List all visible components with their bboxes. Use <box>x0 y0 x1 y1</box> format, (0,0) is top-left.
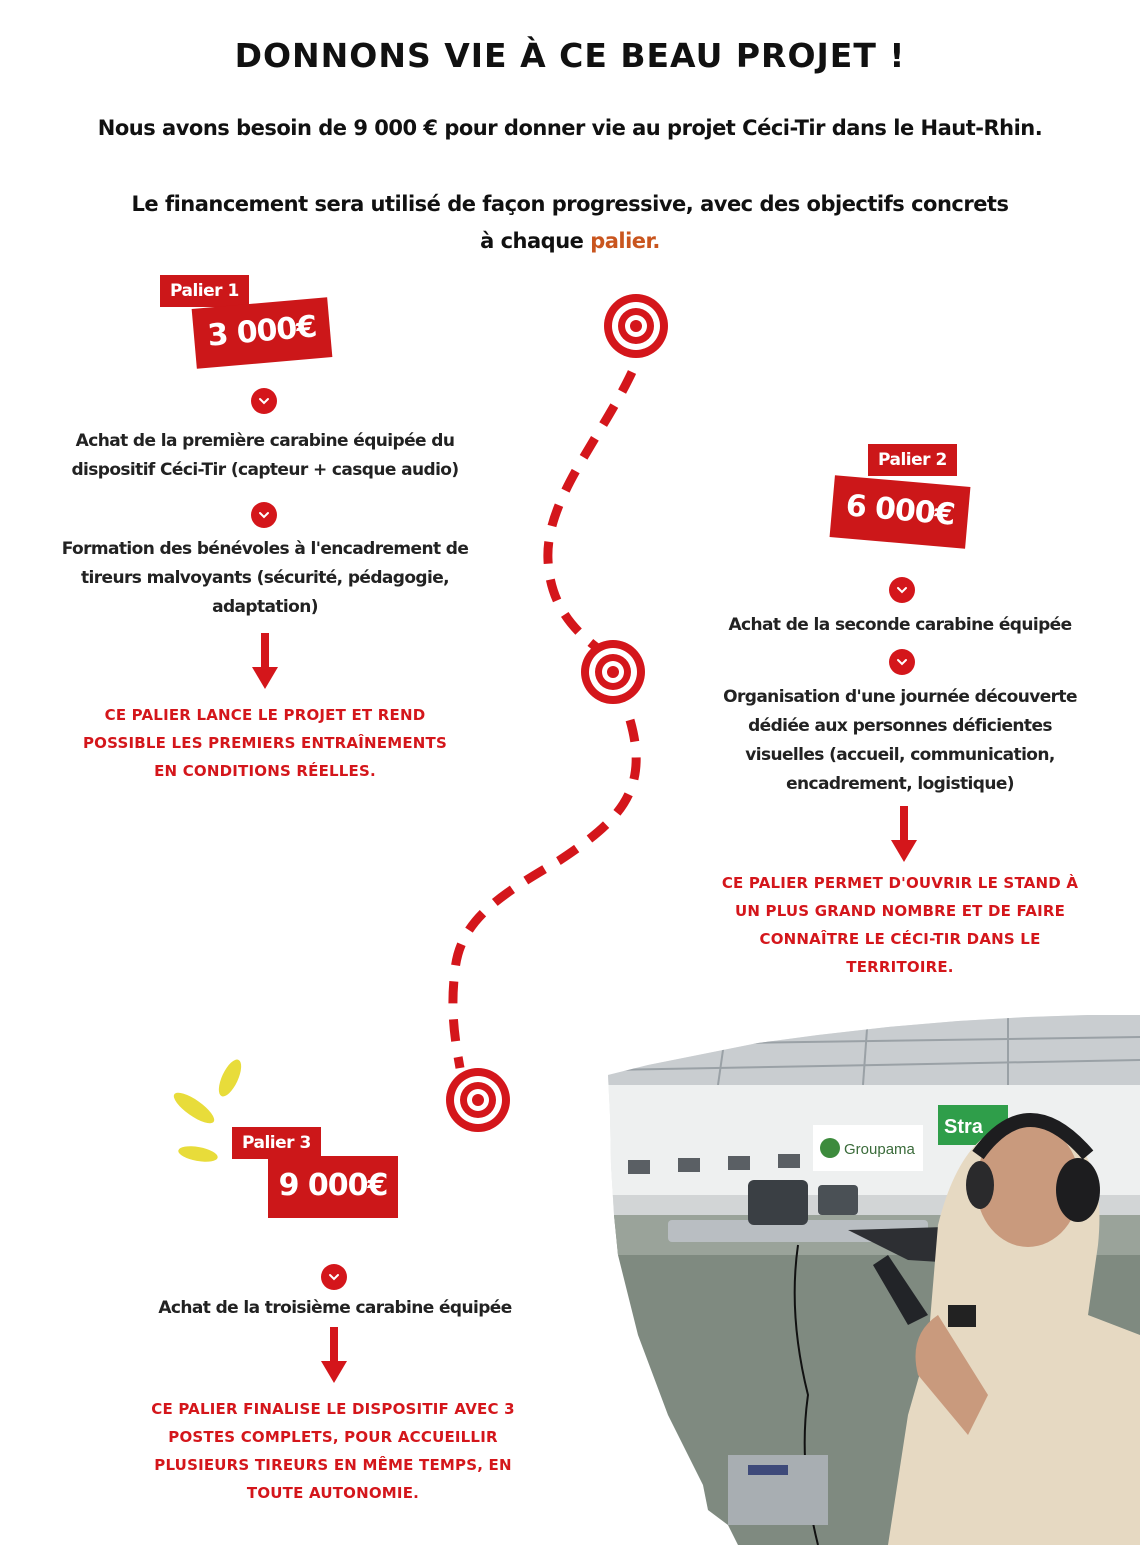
arrow-down-icon <box>252 633 278 689</box>
intro-line-1: Nous avons besoin de 9 000 € pour donner… <box>97 116 1043 140</box>
sparkle-icon <box>173 1059 242 1162</box>
page-title: DONNONS VIE À CE BEAU PROJET ! <box>234 36 906 75</box>
green-sign-text: Stra <box>944 1116 984 1138</box>
tier-3-conclusion: CE PALIER FINALISE LE DISPOSITIF AVEC 3 … <box>151 1400 515 1502</box>
intro-line-3: à chaque palier. <box>0 229 1140 264</box>
tier-3-amount: 9 000€ <box>268 1156 398 1218</box>
intro-line-3-prefix: à chaque <box>480 229 591 253</box>
tier-1-item-1: Achat de la première carabine équipée du… <box>71 431 459 480</box>
tier-1-conclusion: CE PALIER LANCE LE PROJET ET REND POSSIB… <box>82 706 447 780</box>
tier-2-item-2: Organisation d'une journée découverte dé… <box>723 687 1077 794</box>
chevron-down-icon <box>889 649 915 675</box>
dashed-path-segment-1 <box>543 370 637 654</box>
chevron-down-icon <box>251 388 277 414</box>
shooter-photo-illustration: Groupama Stra <box>608 1015 1140 1545</box>
intro-line-2: Le financement sera utilisé de façon pro… <box>131 192 1009 216</box>
chevron-down-icon <box>889 577 915 603</box>
tier-2-conclusion: CE PALIER PERMET D'OUVRIR LE STAND À UN … <box>721 874 1079 976</box>
tier-1-tag: Palier 1 <box>160 275 249 307</box>
sponsor-sign-text: Groupama <box>844 1141 916 1158</box>
arrow-down-icon <box>891 806 917 862</box>
chevron-down-icon <box>321 1264 347 1290</box>
target-icon <box>446 1068 510 1132</box>
tier-2-item-1: Achat de la seconde carabine équipée <box>728 615 1072 635</box>
tier-2-amount: 6 000€ <box>829 475 971 549</box>
tier-1-amount: 3 000€ <box>191 297 333 369</box>
shooter-photo: Groupama Stra <box>608 1015 1140 1545</box>
target-icon <box>581 640 645 704</box>
target-icon <box>604 294 668 358</box>
tier-3-tag: Palier 3 <box>232 1127 321 1159</box>
intro-highlight: palier. <box>581 229 683 264</box>
chevron-down-icon <box>251 502 277 528</box>
arrow-down-icon <box>321 1327 347 1383</box>
intro-highlight-text: palier. <box>590 229 660 253</box>
tier-1-item-2: Formation des bénévoles à l'encadrement … <box>61 539 469 617</box>
dashed-path-segment-2 <box>448 718 641 1069</box>
tier-2-tag: Palier 2 <box>868 444 957 476</box>
tier-3-item-1: Achat de la troisième carabine équipée <box>158 1298 512 1318</box>
